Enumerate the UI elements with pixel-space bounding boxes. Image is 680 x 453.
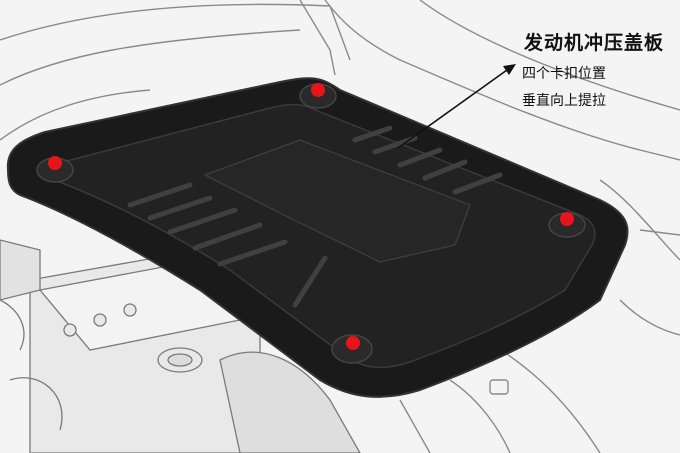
clip-marker-top	[311, 83, 325, 97]
annotation-line-1: 四个卡扣位置	[522, 66, 606, 82]
clip-marker-right	[560, 212, 574, 226]
annotation-line-2: 垂直向上提拉	[522, 93, 606, 109]
annotation-title: 发动机冲压盖板	[524, 32, 665, 54]
engine-cover-plate	[6, 77, 629, 398]
clip-markers	[48, 83, 574, 350]
clip-marker-bottom	[346, 336, 360, 350]
engine-block	[0, 239, 361, 453]
arrow-pointer-icon	[397, 64, 516, 149]
clip-marker-left	[48, 156, 62, 170]
